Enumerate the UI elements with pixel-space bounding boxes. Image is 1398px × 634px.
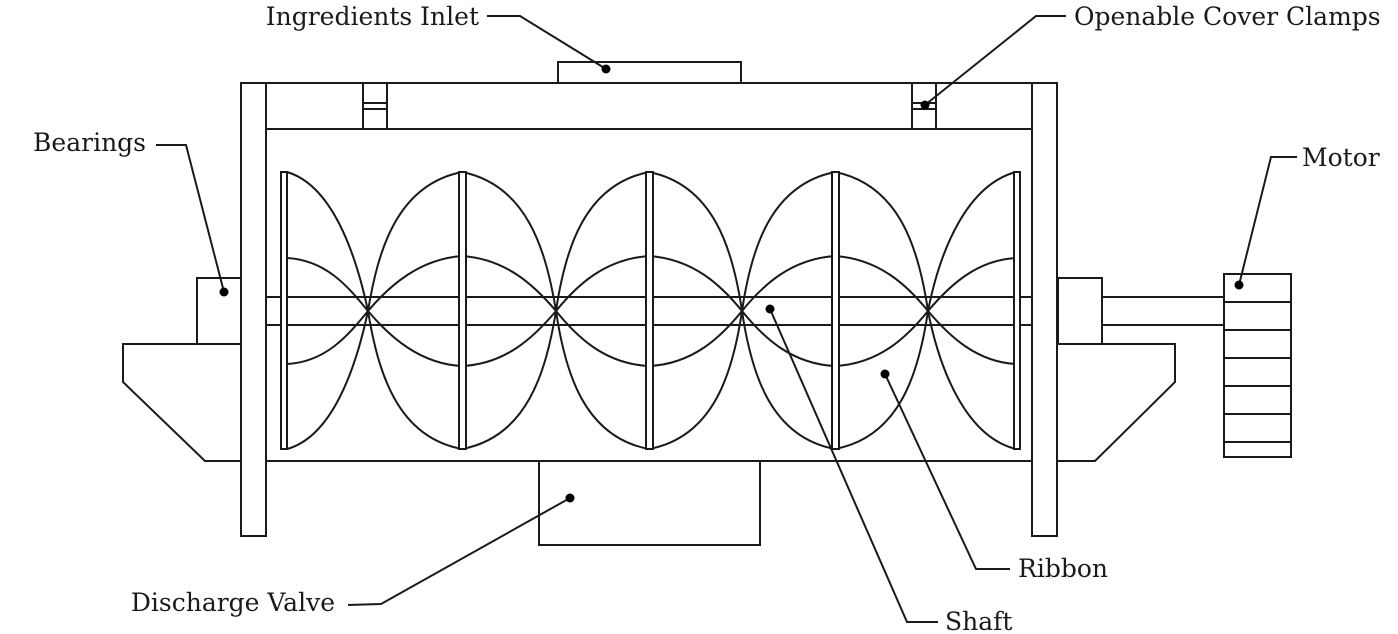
ingredients-inlet-box: [557, 61, 742, 84]
left-frame: [240, 82, 267, 537]
leader-bearings: [156, 144, 225, 293]
label-motor: Motor: [1302, 143, 1380, 172]
leader-ribbon: [884, 373, 1010, 570]
drive-shaft: [1101, 296, 1225, 326]
dot-motor: [1234, 280, 1244, 290]
leader-ingredients-inlet: [487, 15, 607, 70]
right-bearing-block: [1057, 277, 1103, 345]
left-cover-clamp: [362, 82, 388, 130]
dot-openable-cover-clamps: [920, 100, 930, 110]
dot-ingredients-inlet: [601, 64, 611, 74]
dot-discharge-valve: [565, 493, 575, 503]
leader-openable-cover-clamps: [924, 15, 1066, 106]
dot-ribbon: [880, 369, 890, 379]
right-frame: [1031, 82, 1058, 537]
motor-body: [1223, 273, 1292, 458]
pointer-dots: [219, 64, 1244, 503]
dot-shaft: [765, 304, 775, 314]
label-openable-cover-clamps: Openable Cover Clamps: [1074, 2, 1381, 31]
left-bearing-block: [196, 277, 242, 345]
ribbon-inner: [286, 255, 1017, 367]
label-discharge-valve: Discharge Valve: [131, 588, 335, 617]
label-shaft: Shaft: [945, 607, 1012, 634]
label-ribbon: Ribbon: [1018, 554, 1108, 583]
leader-discharge-valve: [347, 497, 571, 606]
leader-motor: [1238, 156, 1297, 286]
discharge-valve-box: [538, 460, 761, 546]
label-bearings: Bearings: [33, 128, 146, 157]
cover: [265, 82, 1033, 130]
leader-shaft: [769, 308, 938, 623]
dot-bearings: [219, 287, 229, 297]
leader-lines: [156, 15, 1297, 623]
label-ingredients-inlet: Ingredients Inlet: [266, 2, 479, 31]
ribbon-supports: [280, 171, 1021, 450]
